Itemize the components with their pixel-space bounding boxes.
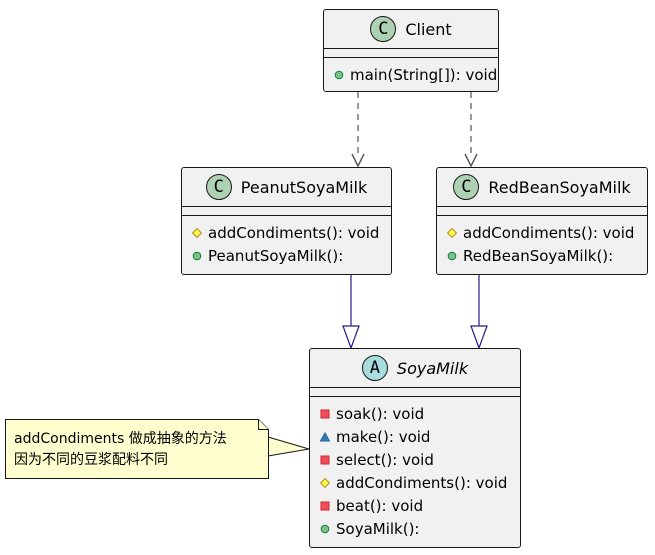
generalization-peanut-soyamilk (342, 275, 360, 350)
method-row: main(String[]): void (334, 63, 498, 86)
class-name: Client (405, 19, 452, 39)
methods-compartment: soak(): void make(): void select(): void ad… (310, 397, 520, 543)
method-signature: addCondiments(): void (336, 473, 508, 492)
note-line: 因为不同的豆浆配料不同 (14, 452, 168, 468)
dependency-client-redbean (464, 92, 478, 168)
protected-visibility-icon (447, 227, 457, 238)
private-visibility-icon (320, 455, 330, 465)
class-client[interactable]: C Client main(String[]): void (323, 9, 499, 92)
class-header: C RedBeanSoyaMilk (437, 168, 647, 207)
private-visibility-icon (320, 501, 330, 511)
abstract-stereotype-icon: A (361, 355, 388, 381)
package-visibility-icon (320, 431, 330, 442)
class-name: RedBeanSoyaMilk (488, 177, 631, 197)
methods-compartment: main(String[]): void (324, 58, 498, 89)
class-stereotype-icon: C (453, 174, 480, 200)
attributes-compartment (310, 388, 520, 397)
note-line: addCondiments 做成抽象的方法 (14, 431, 227, 447)
class-header: C PeanutSoyaMilk (182, 168, 391, 207)
class-soyamilk-abstract[interactable]: A SoyaMilk soak(): void make(): void selec… (309, 348, 521, 548)
private-visibility-icon (320, 409, 330, 419)
note-shape (5, 419, 269, 479)
attributes-compartment (182, 207, 391, 216)
protected-visibility-icon (192, 227, 202, 238)
class-stereotype-icon: C (370, 16, 397, 42)
method-signature: soak(): void (336, 404, 425, 423)
method-signature: SoyaMilk(): (336, 519, 420, 538)
attributes-compartment (324, 49, 498, 58)
generalization-redbean-soyamilk (470, 275, 488, 350)
method-signature: make(): void (336, 427, 431, 446)
class-name: SoyaMilk (396, 358, 469, 378)
method-row: SoyaMilk(): (320, 517, 520, 540)
public-visibility-icon (320, 524, 330, 534)
method-row: PeanutSoyaMilk(): (192, 244, 391, 267)
method-row: soak(): void (320, 402, 520, 425)
public-visibility-icon (192, 251, 202, 261)
method-signature: PeanutSoyaMilk(): (208, 246, 344, 265)
note-connector (267, 436, 310, 457)
method-row: addCondiments(): void (447, 221, 647, 244)
method-signature: addCondiments(): void (463, 223, 635, 242)
method-row: RedBeanSoyaMilk(): (447, 244, 647, 267)
method-row: addCondiments(): void (192, 221, 391, 244)
class-name: PeanutSoyaMilk (240, 177, 368, 197)
method-row: make(): void (320, 425, 520, 448)
method-signature: select(): void (336, 450, 434, 469)
method-signature: main(String[]): void (350, 65, 498, 84)
attributes-compartment (437, 207, 647, 216)
note: addCondiments 做成抽象的方法 因为不同的豆浆配料不同 (5, 419, 269, 479)
dependency-client-peanut (351, 92, 365, 168)
class-stereotype-icon: C (205, 174, 232, 200)
class-header: C Client (324, 10, 498, 49)
method-signature: RedBeanSoyaMilk(): (463, 246, 614, 265)
method-row: addCondiments(): void (320, 471, 520, 494)
method-signature: addCondiments(): void (208, 223, 380, 242)
method-row: select(): void (320, 448, 520, 471)
note-text: addCondiments 做成抽象的方法 因为不同的豆浆配料不同 (14, 429, 227, 471)
class-header: A SoyaMilk (310, 349, 520, 388)
method-signature: beat(): void (336, 496, 424, 515)
protected-visibility-icon (320, 477, 330, 488)
public-visibility-icon (447, 251, 457, 261)
method-row: beat(): void (320, 494, 520, 517)
public-visibility-icon (334, 70, 344, 80)
